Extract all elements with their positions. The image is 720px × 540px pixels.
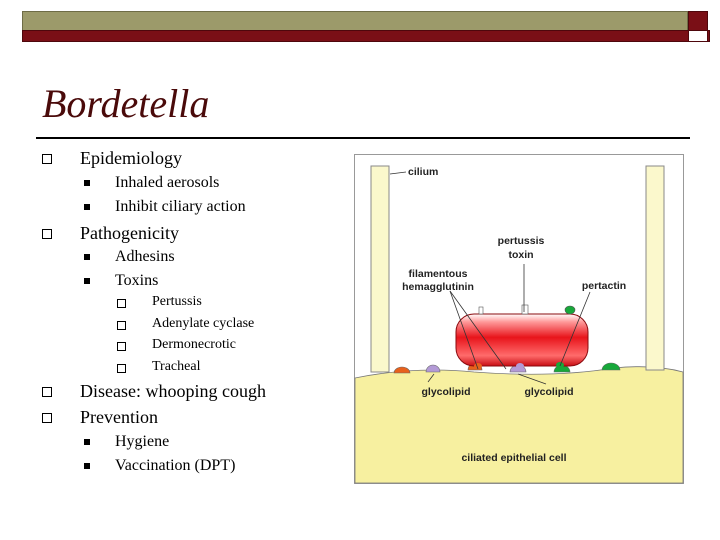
bullet-prevention: Prevention: [80, 407, 158, 427]
bordetella-bacterium: [455, 313, 589, 367]
bullet-square-icon: [84, 278, 90, 284]
epithelial-cell: [354, 366, 684, 484]
toxin-stub: [521, 304, 529, 315]
corner-square-white: [688, 30, 708, 42]
label-toxin: toxin: [508, 249, 533, 261]
toxin-dermonecrotic: Dermonecrotic: [152, 337, 236, 352]
bullet-square-icon: [84, 439, 90, 445]
bullet-box-small-icon: [117, 342, 126, 351]
pertactin-blob: [564, 305, 576, 315]
bullet-box-small-icon: [117, 299, 126, 308]
pointer-fha-1: [449, 290, 479, 370]
bullet-square-icon: [84, 180, 90, 186]
pointer-cilium: [389, 171, 407, 175]
receptor-green-right: [601, 362, 621, 371]
maroon-band: [22, 30, 710, 42]
bullet-pathogenicity: Pathogenicity: [80, 223, 179, 243]
label-epithelial-cell: ciliated epithelial cell: [461, 452, 566, 464]
title-decoration-bar: [22, 11, 710, 42]
title-rule: [36, 137, 690, 139]
pointer-fha-2: [449, 290, 507, 370]
label-filamentous: filamentous: [409, 268, 468, 280]
bullet-box-icon: [42, 229, 52, 239]
label-glycolipid-right: glycolipid: [524, 386, 573, 398]
bullet-disease: Disease: whooping cough: [80, 381, 266, 401]
label-hemagglutinin: hemagglutinin: [402, 281, 474, 293]
sub-bullet-inhaled-aerosols: Inhaled aerosols: [115, 174, 220, 191]
sub-bullet-inhibit-ciliary: Inhibit ciliary action: [115, 198, 246, 215]
bullet-square-icon: [84, 204, 90, 210]
label-pertactin: pertactin: [582, 280, 626, 292]
sub-bullet-vaccination: Vaccination (DPT): [115, 457, 236, 474]
receptor-purple-left: [425, 364, 441, 373]
pointer-pertactin: [559, 291, 591, 367]
bordetella-adhesion-diagram: cilium pertussis toxin filamentous hemag…: [354, 154, 684, 484]
fha-stub: [478, 306, 484, 315]
slide-title: Bordetella: [42, 81, 210, 126]
olive-band: [22, 11, 688, 31]
bullet-square-icon: [84, 254, 90, 260]
toxin-pertussis: Pertussis: [152, 294, 202, 309]
cilium-right: [645, 165, 665, 371]
bullet-square-icon: [84, 463, 90, 469]
toxin-bottom: [516, 363, 524, 369]
cilium-left: [370, 165, 390, 373]
receptor-orange-left: [393, 366, 411, 374]
toxin-tracheal: Tracheal: [152, 359, 201, 374]
bullet-box-icon: [42, 154, 52, 164]
bullet-box-icon: [42, 413, 52, 423]
sub-bullet-adhesins: Adhesins: [115, 248, 175, 265]
label-cilium: cilium: [408, 166, 438, 178]
bullet-box-small-icon: [117, 321, 126, 330]
bullet-epidemiology: Epidemiology: [80, 148, 182, 168]
bullet-box-small-icon: [117, 364, 126, 373]
label-pertussis: pertussis: [498, 235, 545, 247]
pointer-glycolipid-right: [517, 373, 547, 385]
label-glycolipid-left: glycolipid: [421, 386, 470, 398]
sub-bullet-toxins: Toxins: [115, 272, 159, 289]
sub-bullet-hygiene: Hygiene: [115, 433, 170, 450]
corner-square-maroon: [688, 11, 708, 31]
bullet-box-icon: [42, 387, 52, 397]
pointer-glycolipid-left: [427, 373, 435, 383]
toxin-adenylate-cyclase: Adenylate cyclase: [152, 316, 255, 331]
